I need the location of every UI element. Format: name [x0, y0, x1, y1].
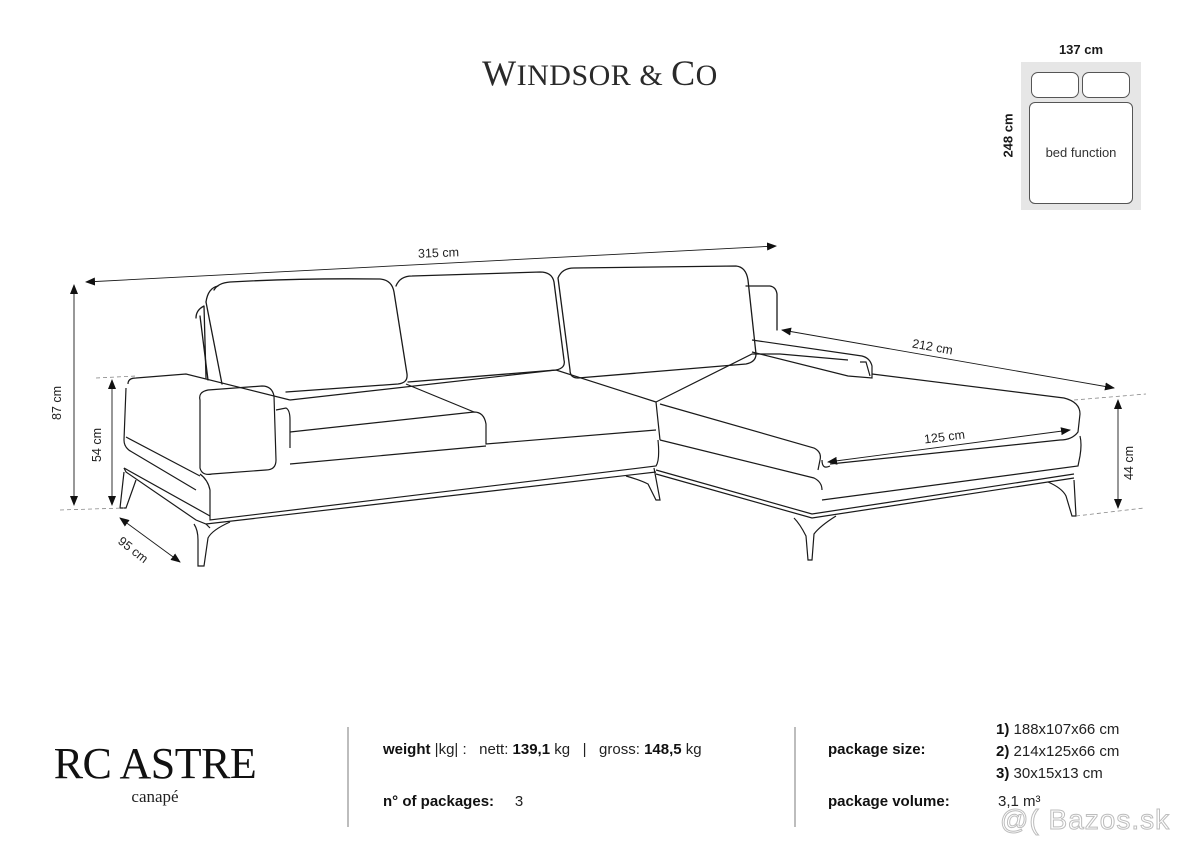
package-num: 2)	[996, 743, 1010, 760]
mattress-icon: bed function	[1029, 102, 1133, 204]
package-volume-label: package volume:	[828, 793, 950, 810]
watermark: @( Bazos.sk	[999, 804, 1171, 836]
package-num: 3)	[996, 765, 1010, 782]
dimension-seat-height: 44 cm	[1122, 445, 1137, 481]
nett-unit: kg	[554, 741, 571, 758]
package-volume-row: package volume:	[828, 793, 950, 810]
packages-row: n° of packages: 3	[383, 793, 523, 810]
logo-letter: C	[671, 53, 696, 93]
dimension-armrest-height: 54 cm	[90, 427, 105, 463]
brand-logo: WINDSOR & CO	[0, 52, 1200, 94]
separator: |	[582, 741, 587, 758]
package-size-item: 2) 214x125x66 cm	[996, 741, 1119, 763]
package-size: 214x125x66 cm	[1013, 743, 1120, 760]
nett-value: 139,1	[512, 741, 551, 758]
weight-label: weight	[383, 741, 431, 758]
package-num: 1)	[996, 721, 1010, 738]
pillow-icon	[1031, 72, 1079, 98]
dimension-total-height: 87 cm	[50, 385, 65, 421]
product-name: RC ASTRE	[53, 739, 257, 788]
package-size: 30x15x13 cm	[1013, 765, 1103, 782]
package-size-list: 1) 188x107x66 cm 2) 214x125x66 cm 3) 30x…	[996, 719, 1119, 785]
packages-label: n° of packages:	[383, 793, 495, 810]
divider	[794, 727, 796, 827]
gross-unit: kg	[685, 741, 702, 758]
bed-function-label: bed function	[1045, 145, 1117, 160]
package-size-item: 3) 30x15x13 cm	[996, 763, 1119, 785]
pillow-icon	[1082, 72, 1130, 98]
product-type: canapé	[131, 787, 179, 806]
logo-letter: W	[482, 53, 517, 93]
package-size: 188x107x66 cm	[1013, 721, 1120, 738]
gross-value: 148,5	[644, 741, 682, 758]
divider	[347, 727, 349, 827]
dimension-total-width: 315 cm	[417, 245, 460, 261]
weight-unit: |kg| :	[434, 741, 467, 758]
sofa-line-drawing	[59, 242, 1147, 567]
nett-label: nett:	[479, 741, 509, 758]
weight-row: weight |kg| : nett: 139,1 kg | gross: 14…	[383, 741, 702, 758]
bed-function-inset: bed function	[1021, 62, 1141, 210]
gross-label: gross:	[599, 741, 640, 758]
packages-value: 3	[514, 793, 524, 810]
package-volume-value: 3,1 m³	[998, 793, 1041, 810]
logo-text: O	[695, 59, 718, 92]
package-size-label-text: package size:	[828, 741, 926, 758]
logo-text: INDSOR &	[516, 59, 672, 92]
bed-width-label: 137 cm	[1058, 42, 1104, 57]
package-size-item: 1) 188x107x66 cm	[996, 719, 1119, 741]
package-size-label: package size:	[828, 741, 926, 758]
